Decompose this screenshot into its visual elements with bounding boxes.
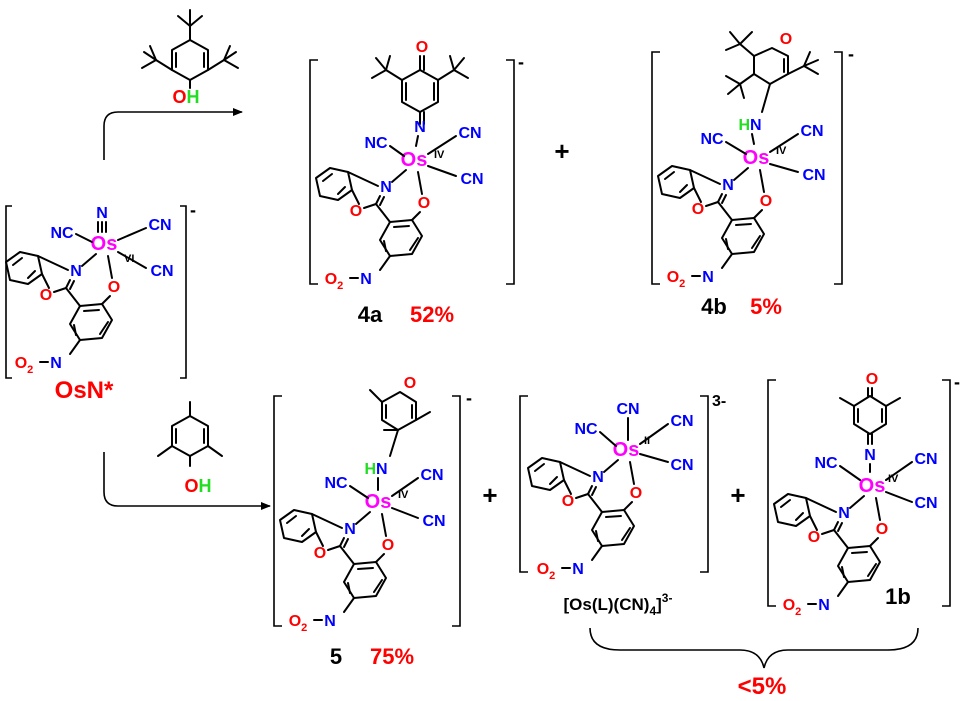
svg-text:NC: NC — [364, 135, 388, 152]
svg-text:4a: 4a — [358, 302, 383, 327]
svg-text:NC: NC — [814, 455, 838, 472]
minor-products-brace — [589, 627, 919, 669]
svg-text:II: II — [644, 435, 650, 447]
product-4b: - O HN NC CN CN IV 4b 5% — [651, 31, 854, 319]
svg-text:N: N — [414, 119, 426, 136]
svg-text:IV: IV — [776, 145, 787, 157]
svg-text:CN: CN — [670, 457, 693, 474]
svg-text:-: - — [190, 200, 196, 220]
svg-text:O: O — [416, 39, 428, 56]
svg-text:CN: CN — [460, 171, 483, 188]
product-1b: - O N NC CN CN IV 1b — [767, 371, 960, 619]
svg-text:CN: CN — [914, 451, 937, 468]
reaction-arrow-upper — [103, 108, 243, 160]
svg-text:5%: 5% — [750, 294, 782, 319]
svg-text:CN: CN — [150, 263, 173, 280]
svg-text:4b: 4b — [701, 294, 727, 319]
svg-text:N: N — [864, 447, 876, 464]
svg-text:NC: NC — [50, 225, 74, 242]
svg-text:VI: VI — [124, 253, 134, 265]
svg-text:NC: NC — [700, 131, 724, 148]
reaction-arrow-lower — [103, 452, 271, 510]
svg-text:3-: 3- — [712, 393, 726, 410]
svg-text:OH: OH — [172, 87, 199, 107]
svg-text:-: - — [954, 372, 960, 392]
svg-text:-: - — [466, 388, 472, 408]
reagent-mesitol: OH — [157, 401, 223, 496]
svg-text:HN: HN — [364, 461, 387, 478]
svg-text:CN: CN — [802, 167, 825, 184]
os-cn4-formula: [Os(L)(CN)4]3- — [564, 591, 673, 618]
svg-text:-: - — [518, 52, 524, 72]
svg-text:NC: NC — [574, 421, 598, 438]
svg-text:IV: IV — [398, 489, 409, 501]
svg-text:1b: 1b — [885, 584, 911, 609]
svg-text:IV: IV — [434, 149, 445, 161]
start-label: OsN* — [55, 377, 114, 404]
minor-yield: <5% — [738, 673, 787, 700]
product-os-cn4: 3- NC CN CN CN II [Os(L)(CN)4]3- — [519, 393, 726, 618]
svg-text:O: O — [404, 375, 416, 392]
product-4a: - O N NC CN CN IV 4a 52% — [309, 39, 524, 327]
svg-text:N: N — [96, 205, 108, 222]
svg-text:CN: CN — [458, 125, 481, 142]
svg-text:CN: CN — [914, 495, 937, 512]
svg-text:CN: CN — [422, 513, 445, 530]
svg-text:CN: CN — [148, 217, 171, 234]
svg-text:O: O — [780, 31, 792, 48]
svg-text:HN: HN — [738, 117, 761, 134]
svg-text:O: O — [866, 371, 878, 388]
svg-text:+: + — [730, 480, 745, 510]
svg-text:IV: IV — [888, 473, 899, 485]
svg-text:CN: CN — [616, 401, 639, 418]
reagent-ttbp: OH — [141, 9, 239, 107]
svg-text:+: + — [554, 136, 569, 166]
svg-text:CN: CN — [800, 123, 823, 140]
svg-text:-: - — [848, 44, 854, 64]
svg-text:NC: NC — [324, 475, 348, 492]
svg-text:CN: CN — [670, 413, 693, 430]
product-5: - O HN NC CN CN IV 5 75% — [273, 375, 472, 669]
start-complex: - N NC CN CN VI OsN* — [5, 200, 196, 404]
svg-text:+: + — [482, 480, 497, 510]
svg-text:CN: CN — [420, 467, 443, 484]
svg-text:OH: OH — [184, 476, 211, 496]
svg-text:52%: 52% — [410, 302, 454, 327]
svg-text:75%: 75% — [370, 644, 414, 669]
svg-text:5: 5 — [330, 644, 342, 669]
